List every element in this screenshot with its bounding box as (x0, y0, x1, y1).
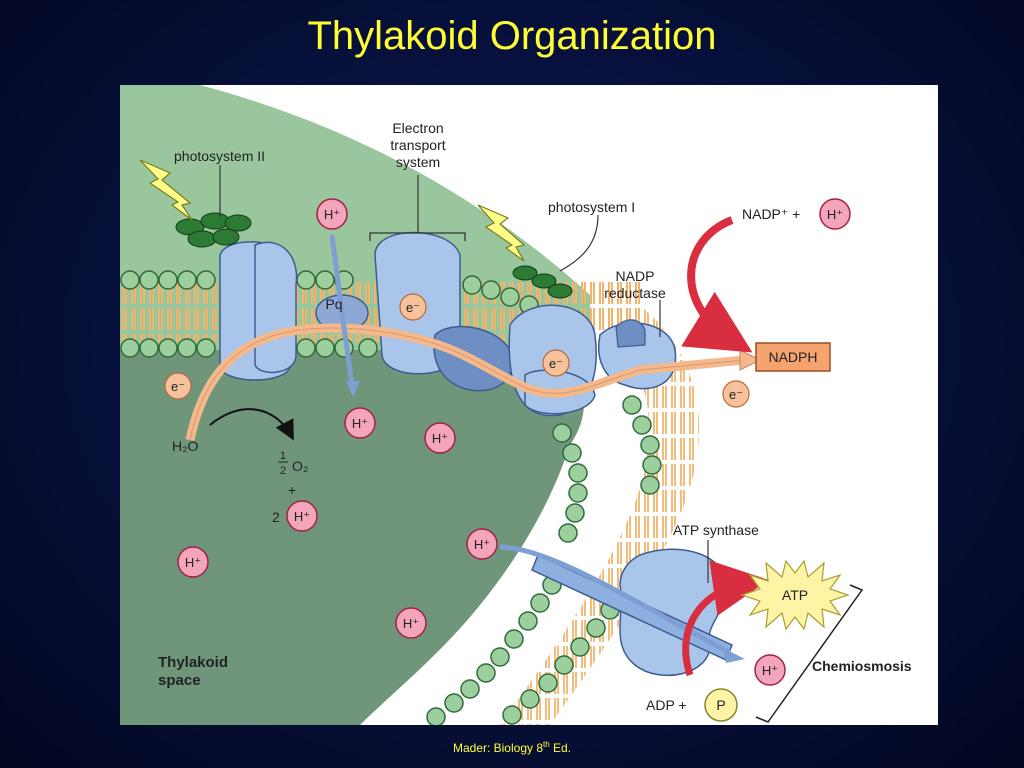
h-transport-arrow-pq (329, 234, 355, 386)
two-label: 2 (272, 509, 280, 525)
membrane-beads-bottom (120, 338, 378, 358)
lightning-bolt-icon (139, 159, 193, 221)
adp-plus-label: ADP + (646, 697, 687, 713)
credit-superscript: th (543, 740, 550, 749)
phosphate-label: P (716, 697, 725, 713)
chemiosmosis-label: Chemiosmosis (812, 658, 912, 674)
atp-synthase-label: ATP synthase (673, 522, 759, 538)
lightning-bolt-icon-2 (477, 204, 526, 262)
nadp-reductase-label-2: reductase (604, 285, 666, 301)
ets-label-line3: system (396, 154, 440, 170)
membrane-beads-curve-outer (502, 395, 662, 725)
half-numerator: 1 (280, 450, 286, 462)
phosphate-circle (704, 688, 738, 722)
h-ion-label: H⁺ (827, 207, 843, 222)
h-ion-lumen-1 (344, 407, 376, 439)
thylakoid-space-label-2: space (158, 672, 201, 689)
h-ion-lumen-4 (466, 528, 498, 560)
h-transport-arrow-atp (499, 544, 732, 656)
half-denominator: 2 (280, 465, 286, 477)
thylakoid-diagram: H⁺ H⁺ H⁺ H⁺ H⁺ H⁺ H⁺ H⁺ H⁺ e⁻ e⁻ e⁻ e⁻ p… (120, 85, 938, 725)
electron-group (164, 293, 750, 408)
h-ion-lumen-3 (286, 500, 318, 532)
chlorophyll-cluster-ii (175, 212, 252, 248)
chlorophyll-cluster-i (512, 265, 573, 299)
photosystem-i-label: photosystem I (548, 199, 635, 215)
thylakoid-space-label-1: Thylakoid (158, 654, 228, 671)
chemiosmosis-bracket (755, 584, 864, 723)
thylakoid-space (120, 350, 584, 725)
electron-label: e⁻ (729, 387, 743, 402)
credit-suffix: Ed. (549, 741, 572, 755)
slide-title: Thylakoid Organization (307, 14, 717, 58)
nadp-reductase-label-1: NADP (616, 268, 655, 284)
h-ion-label: H⁺ (352, 416, 368, 431)
membrane-beads-curve-inner (426, 423, 588, 725)
ets-label-line1: Electron (392, 120, 443, 136)
atp-label: ATP (782, 587, 808, 603)
ets-label-line2: transport (390, 137, 445, 153)
h-ion-label: H⁺ (762, 663, 778, 678)
photosystem-ii-label: photosystem II (174, 148, 265, 164)
plus-label: + (288, 482, 296, 498)
nadp-plus-label: NADP⁺ + (742, 206, 800, 222)
nadph-label: NADPH (768, 349, 817, 365)
water-split-arrow (209, 408, 294, 441)
h-ion-label: H⁺ (432, 431, 448, 446)
electron-label: e⁻ (171, 379, 185, 394)
atp-starburst-icon (740, 559, 850, 631)
water-label: H₂O (172, 438, 199, 454)
source-credit: Mader: Biology 8th Ed. (0, 740, 1024, 755)
photosystem-ii-complex (219, 241, 298, 381)
h-ion-lumen-2 (424, 422, 456, 454)
adp-to-atp-arrow (682, 560, 769, 677)
h-ion-label: H⁺ (474, 537, 490, 552)
h-ion-lumen-6 (395, 607, 427, 639)
electron-label: e⁻ (406, 300, 420, 315)
h-ion-label: H⁺ (185, 555, 201, 570)
nadp-to-nadph-arrow (681, 216, 753, 353)
h-ion-label: H⁺ (403, 616, 419, 631)
h-ion-label: H⁺ (294, 509, 310, 524)
h-ion-label: H⁺ (324, 207, 340, 222)
h-ion-group (177, 198, 851, 686)
oxygen-label: O₂ (292, 458, 308, 474)
membrane-lipids-curve (500, 305, 700, 725)
electron-label: e⁻ (549, 356, 563, 371)
h-ion-stroma-1 (316, 198, 348, 230)
pq-label: Pq (325, 296, 342, 312)
h-ion-lumen-5 (177, 546, 209, 578)
credit-text: Mader: Biology 8 (452, 741, 543, 755)
nadph-box (755, 342, 831, 372)
h-ion-stroma-3 (754, 654, 786, 686)
h-ion-stroma-2 (819, 198, 851, 230)
